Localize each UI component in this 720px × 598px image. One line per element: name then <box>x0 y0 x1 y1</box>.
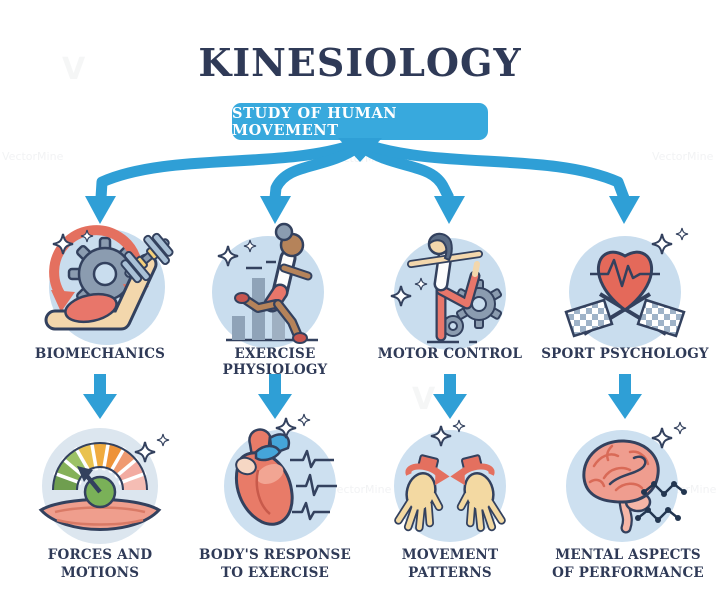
sparkle-icon <box>651 227 689 255</box>
sub-label-line: MOTIONS <box>60 565 140 582</box>
sparkle-icon <box>217 239 257 267</box>
down-arrow-icon <box>608 374 642 419</box>
sparkle-icon <box>52 229 94 255</box>
watermark-text: VectorMine <box>330 483 392 496</box>
sub-label-line: MENTAL ASPECTS <box>555 547 701 563</box>
sparkle-icon <box>275 413 311 439</box>
left-hand-icon <box>394 454 450 532</box>
watermark-logo: V <box>62 52 86 87</box>
sub-label-mental-aspects: MENTAL ASPECTS OF PERFORMANCE <box>533 546 720 582</box>
branch-label-biomechanics: BIOMECHANICS <box>34 346 166 362</box>
subtitle-banner: STUDY OF HUMAN MOVEMENT <box>232 103 488 140</box>
sport-psychology-icon <box>564 227 689 348</box>
down-arrow-icon <box>258 374 292 419</box>
page-title: KINESIOLOGY <box>198 40 522 85</box>
ecg-lines-icon <box>290 449 337 521</box>
sub-label-body-response: BODY'S RESPONSE TO EXERCISE <box>180 546 370 582</box>
body-response-icon <box>224 413 337 542</box>
branch-label-motor-control: MOTOR CONTROL <box>377 346 523 362</box>
muscle-icon <box>38 498 162 531</box>
brain-icon <box>582 439 660 534</box>
right-hand-icon <box>450 454 506 532</box>
dancer-figure-icon <box>407 232 483 344</box>
sparkle-icon <box>430 419 466 447</box>
sub-label-line: TO EXERCISE <box>220 565 330 582</box>
racing-flags-icon <box>564 292 686 338</box>
watermark-text: VectorMine <box>652 150 714 163</box>
subtitle-banner-label: STUDY OF HUMAN MOVEMENT <box>232 104 398 139</box>
performance-zigzag-icon <box>635 481 687 523</box>
motor-control-icon <box>390 232 506 350</box>
watermark-logo: V <box>412 382 436 417</box>
down-arrow-icon <box>433 374 467 419</box>
sparkle-icon <box>390 277 428 307</box>
gauge-needle-icon <box>77 466 117 509</box>
branch-label-exercise-physiology: EXERCISE PHYSIOLOGY <box>222 346 328 378</box>
runner-figure-icon <box>234 222 313 344</box>
forces-motions-icon <box>38 428 170 544</box>
anatomical-heart-icon <box>234 428 294 526</box>
mental-aspects-icon <box>566 421 687 542</box>
sparkle-icon <box>651 421 687 449</box>
sparkle-icon <box>134 433 170 463</box>
watermark-text: VectorMine <box>2 150 64 163</box>
sub-label-line: BODY'S RESPONSE <box>199 547 351 563</box>
heartbeat-heart-icon <box>590 250 660 312</box>
dumbbell-icon <box>120 232 174 284</box>
exercise-physiology-icon <box>212 222 324 348</box>
branch-label-sport-psychology: SPORT PSYCHOLOGY <box>541 346 709 362</box>
sub-label-forces-motions: FORCES AND MOTIONS <box>5 546 195 582</box>
sub-label-line: MOVEMENT <box>401 547 499 563</box>
sub-label-line: OF PERFORMANCE <box>552 565 704 582</box>
biomechanics-icon <box>44 225 174 345</box>
sub-label-movement-patterns: MOVEMENT PATTERNS <box>355 546 545 582</box>
down-arrow-icon <box>83 374 117 419</box>
fan-arrows-icon <box>85 138 640 224</box>
sub-label-line: FORCES AND <box>47 547 153 563</box>
sub-label-line: PATTERNS <box>408 565 492 582</box>
movement-patterns-icon <box>394 419 506 542</box>
